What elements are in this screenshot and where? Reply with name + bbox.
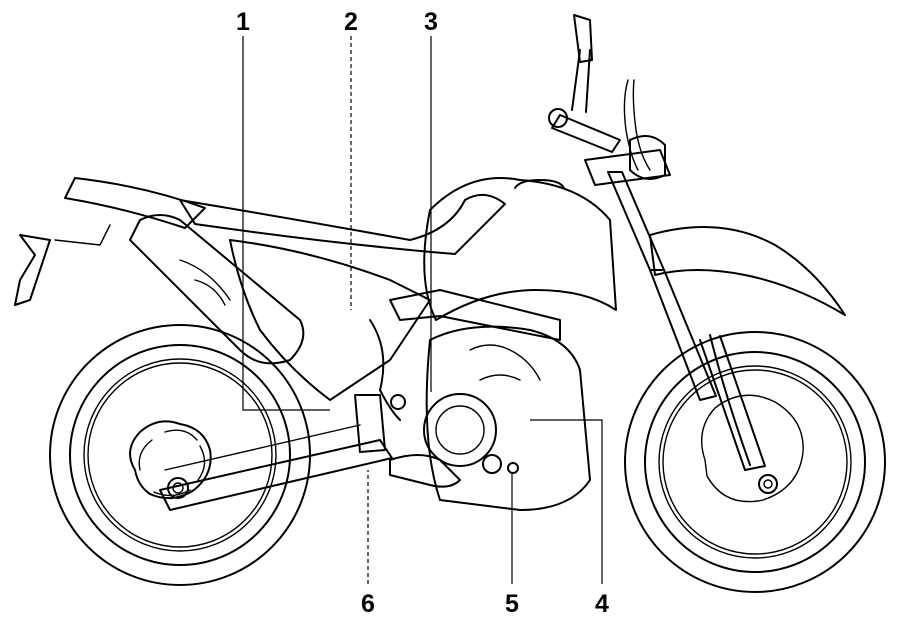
callout-3: 3 — [424, 8, 438, 36]
callout-1: 1 — [236, 8, 250, 36]
pivot-bolt — [390, 394, 406, 410]
muffler — [129, 214, 305, 365]
side-cover — [229, 239, 431, 401]
engine — [423, 325, 591, 511]
fuel-tank — [423, 177, 617, 321]
front-fork — [584, 135, 766, 471]
leader-1 — [242, 36, 330, 411]
tank-cap — [514, 179, 565, 189]
rear-wheel — [49, 324, 311, 586]
front-fender — [649, 226, 846, 316]
rear-shock — [354, 394, 386, 453]
seat — [179, 193, 506, 255]
frame — [389, 289, 561, 341]
front-wheel — [624, 331, 886, 593]
handlebar — [548, 14, 651, 171]
side-stand — [389, 454, 461, 488]
callout-5: 5 — [505, 590, 519, 618]
rear-fender — [64, 177, 206, 229]
callout-4: 4 — [595, 590, 609, 618]
swingarm — [159, 439, 393, 511]
callout-2: 2 — [344, 8, 358, 36]
license-plate-bracket — [14, 234, 51, 306]
callout-6: 6 — [361, 590, 375, 618]
leader-4 — [530, 419, 603, 584]
